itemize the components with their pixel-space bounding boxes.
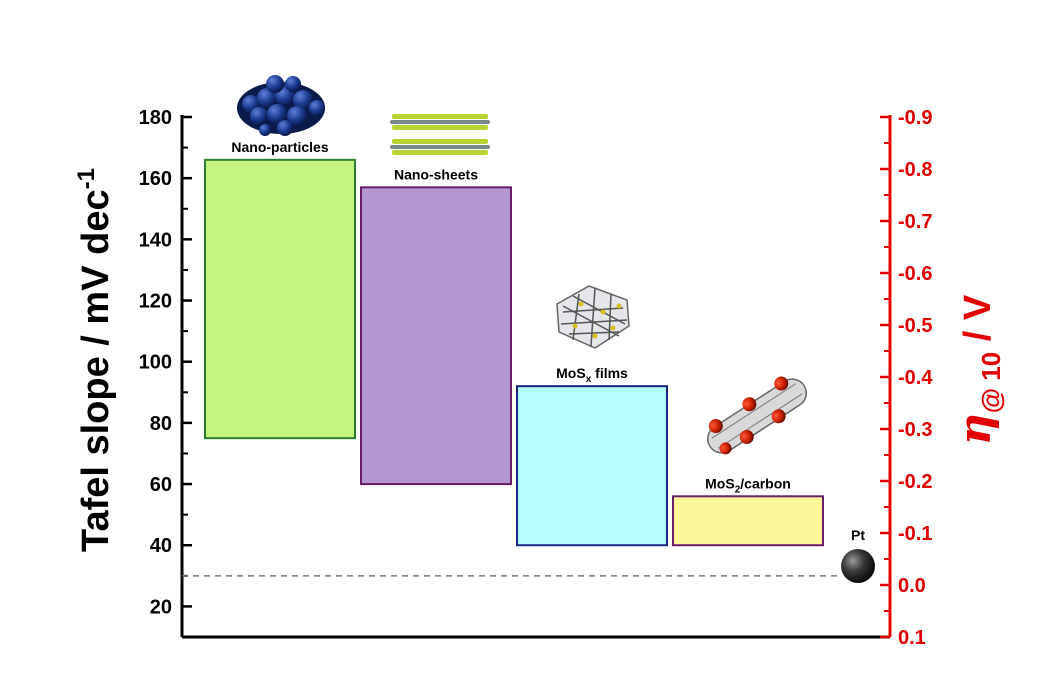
- y2-tick-label: 0.1: [898, 627, 926, 649]
- y2-axis-title: η@ 10 / V: [950, 294, 1006, 445]
- y2-tick-label: -0.3: [898, 419, 932, 441]
- pt-sphere-icon: [841, 549, 875, 583]
- y2-tick-label: -0.1: [898, 523, 932, 545]
- bar: [204, 158, 356, 440]
- y2-tick-label: -0.5: [898, 315, 932, 337]
- bar-label: Nano-sheets: [394, 166, 478, 182]
- bar: [360, 186, 512, 486]
- y2-tick-label: -0.9: [898, 107, 932, 129]
- layered-nanosheets-icon: [390, 114, 490, 155]
- y-tick-label: 100: [139, 352, 172, 374]
- y-tick-label: 60: [150, 474, 172, 496]
- bar-label: MoSx films: [556, 365, 628, 385]
- y-tick-label: 20: [150, 596, 172, 618]
- y2-tick-label: -0.4: [898, 367, 933, 389]
- y2-tick-label: -0.2: [898, 471, 932, 493]
- y-tick-label: 80: [150, 413, 172, 435]
- crystal-lattice-film-icon: [556, 285, 630, 349]
- y2-tick-label: -0.7: [898, 211, 932, 233]
- y-tick-label: 160: [139, 168, 172, 190]
- bar-label: MoS2/carbon: [705, 475, 791, 495]
- y2-tick-label: 0.0: [898, 575, 926, 597]
- bar: [672, 495, 824, 547]
- bar-label: Nano-particles: [231, 139, 328, 155]
- y-axis-title: Tafel slope / mV dec-1: [73, 168, 117, 552]
- y2-tick-label: -0.8: [898, 159, 932, 181]
- y-tick-label: 180: [139, 107, 172, 129]
- carbon-nanotube-icon: [707, 376, 807, 455]
- y-tick-label: 120: [139, 291, 172, 313]
- y2-tick-label: -0.6: [898, 263, 932, 285]
- bar: [516, 385, 668, 547]
- pt-label: Pt: [851, 527, 865, 543]
- nanoparticle-cluster-icon: [237, 75, 325, 136]
- y-tick-label: 140: [139, 229, 172, 251]
- y-tick-label: 40: [150, 535, 172, 557]
